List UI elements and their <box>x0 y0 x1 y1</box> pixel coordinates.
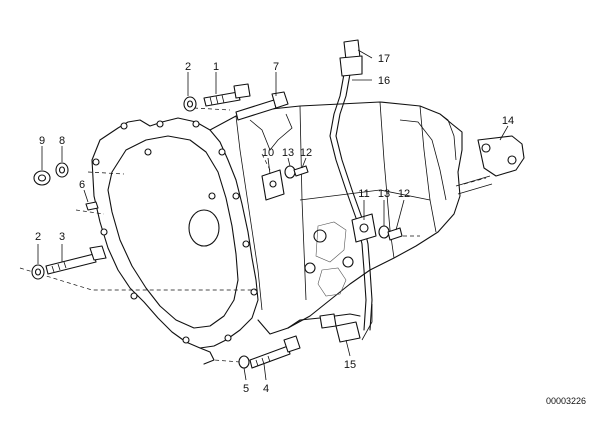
callout-14: 14 <box>502 115 514 127</box>
bracket-10 <box>261 169 285 201</box>
callout-13-upper: 13 <box>282 147 294 159</box>
stud-6 <box>85 201 99 211</box>
transmission-housing <box>91 101 493 365</box>
callout-3: 3 <box>59 231 65 243</box>
callout-16: 16 <box>378 75 390 87</box>
callout-8: 8 <box>59 135 65 147</box>
bolt-4 <box>249 335 301 369</box>
reference-lines <box>19 107 487 363</box>
callout-4: 4 <box>263 383 269 395</box>
callout-6: 6 <box>79 179 85 191</box>
callout-15: 15 <box>344 359 356 371</box>
callout-12-lower: 12 <box>398 188 410 200</box>
washer-8 <box>55 162 69 178</box>
callout-2-bottom: 2 <box>35 231 41 243</box>
input-shaft-opening <box>188 209 220 247</box>
bracket-14 <box>477 135 525 177</box>
leader-lines <box>37 49 509 381</box>
callout-11: 11 <box>358 188 369 200</box>
callout-10: 10 <box>262 147 274 159</box>
fitting-15 <box>319 313 361 343</box>
callout-12-upper: 12 <box>300 147 312 159</box>
callout-13-lower: 13 <box>378 188 390 200</box>
image-code: 00003226 <box>546 396 586 406</box>
callout-1: 1 <box>213 61 219 73</box>
washer-13-upper <box>284 165 296 179</box>
bolt-12-upper <box>293 165 309 177</box>
washer-2-bottom <box>31 264 45 280</box>
callout-5: 5 <box>243 383 249 395</box>
callout-2-top: 2 <box>185 61 191 73</box>
callout-17: 17 <box>378 53 390 65</box>
dipstick-handle-17 <box>339 39 363 77</box>
dipstick-tube-16 <box>329 73 373 331</box>
callout-7: 7 <box>273 61 279 73</box>
bolt-7 <box>235 91 289 121</box>
flange-bolt-bosses <box>92 120 258 344</box>
bolt-1 <box>203 83 251 107</box>
bolt-3 <box>45 245 107 275</box>
washer-5 <box>238 355 250 369</box>
washer-2-top <box>183 96 197 112</box>
callout-9: 9 <box>39 135 45 147</box>
nut-9 <box>33 170 51 186</box>
clip-11 <box>351 213 377 243</box>
callout-labels: 2 1 7 9 8 6 2 3 10 13 12 17 16 14 11 13 … <box>35 53 514 395</box>
